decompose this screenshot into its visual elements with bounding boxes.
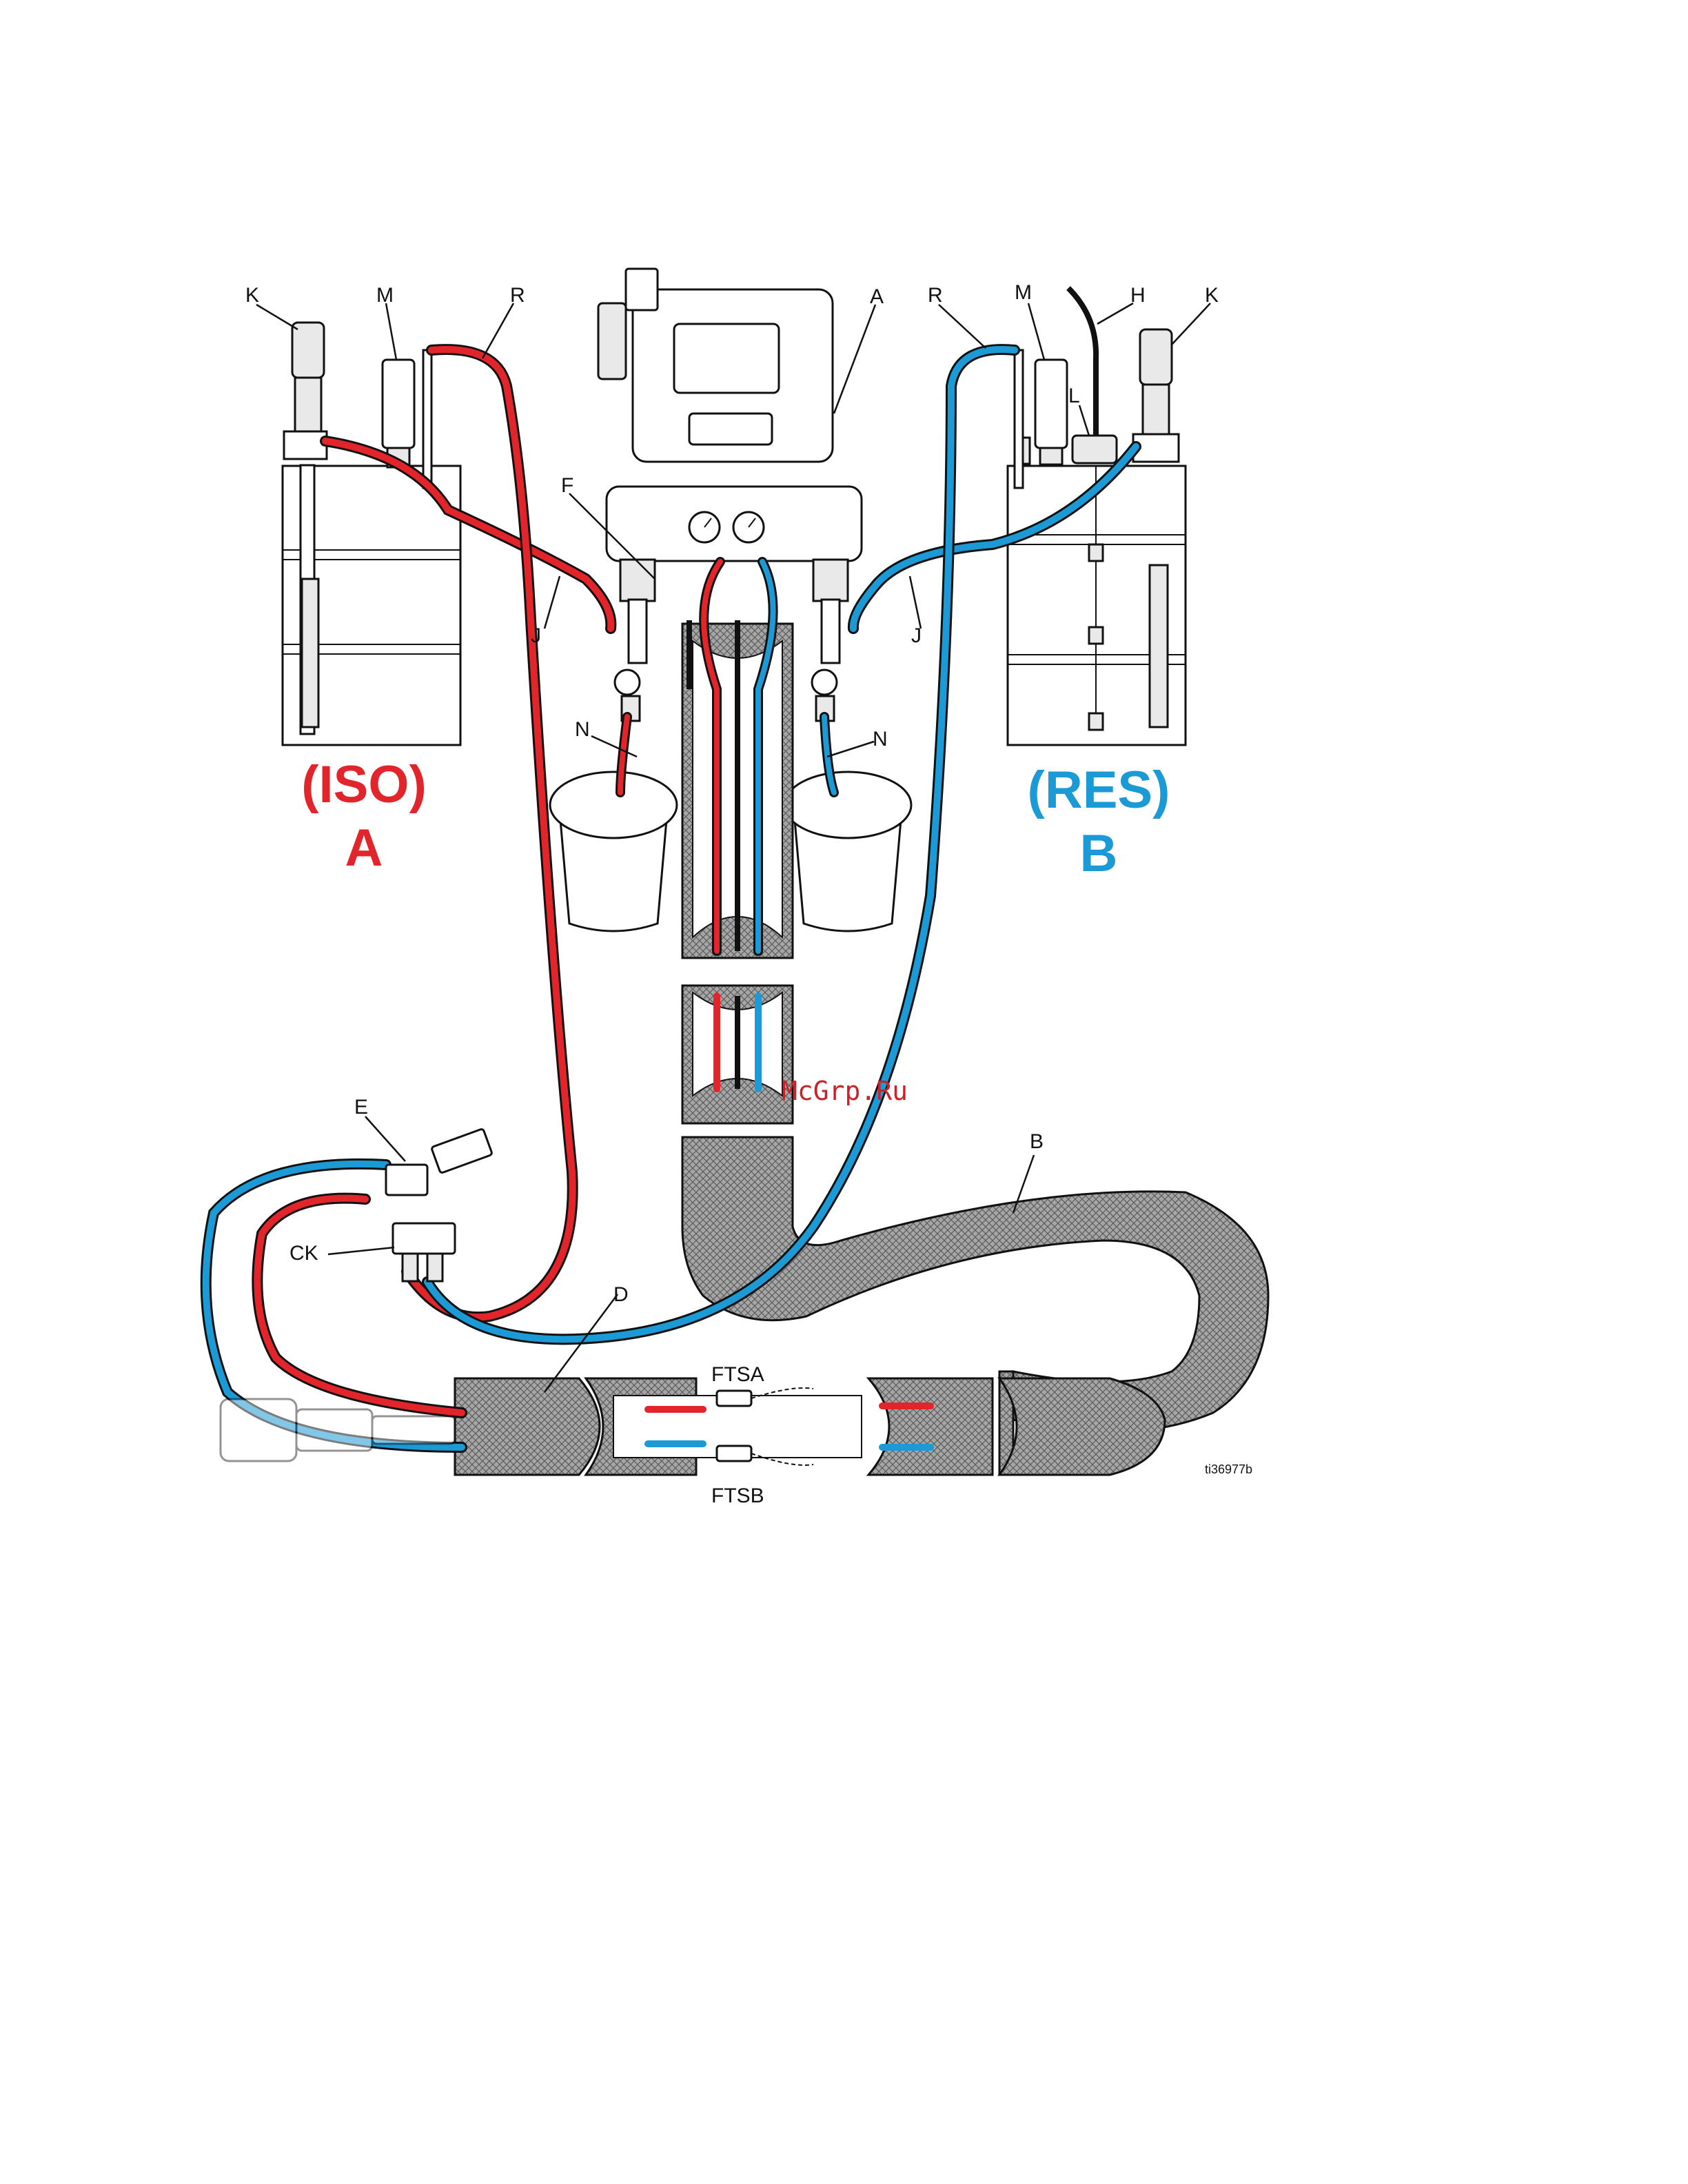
- callout-ftsa: FTSA: [711, 1363, 764, 1386]
- heated-hose-bundle: [682, 624, 1268, 1475]
- callout-ck: CK: [289, 1242, 318, 1265]
- iso-letter: A: [345, 819, 383, 877]
- recirc-tube-right: [1015, 350, 1023, 488]
- waste-container-left: [550, 772, 677, 931]
- whip-hose: [455, 1378, 862, 1475]
- waste-container-right: [784, 772, 911, 931]
- iso-label: (ISO): [301, 755, 427, 814]
- transfer-pump-right: [1133, 329, 1179, 462]
- callout-k-left: K: [245, 284, 259, 307]
- recirc-tube-left: [423, 350, 431, 488]
- res-letter: B: [1080, 824, 1118, 883]
- callout-d: D: [613, 1283, 629, 1306]
- callout-l: L: [1068, 385, 1080, 407]
- figure-id: ti36977b: [1205, 1462, 1252, 1476]
- callout-e: E: [354, 1096, 368, 1119]
- callout-k-right: K: [1205, 284, 1219, 307]
- callout-f: F: [561, 474, 573, 497]
- transfer-pump-left: [284, 323, 327, 459]
- callout-j-left: J: [531, 624, 541, 647]
- callout-ftsb: FTSB: [711, 1484, 764, 1507]
- callout-h: H: [1130, 284, 1146, 307]
- recirc-block-e: [386, 1129, 492, 1195]
- callout-a: A: [870, 285, 884, 308]
- callout-r-right: R: [928, 284, 943, 307]
- callout-n-right: N: [873, 728, 888, 751]
- res-label: (RES): [1028, 761, 1170, 819]
- watermark: McGrp.Ru: [782, 1076, 908, 1106]
- callout-b: B: [1030, 1130, 1044, 1153]
- res-drum: [1008, 466, 1186, 745]
- desiccant-dryer-left: [383, 360, 414, 467]
- callout-m-left: M: [376, 284, 394, 307]
- agitator: [1068, 288, 1117, 463]
- iso-drum: [283, 465, 460, 745]
- check-valve-ck: [393, 1223, 455, 1281]
- callout-n-left: N: [575, 718, 590, 741]
- callout-j-right: J: [911, 624, 922, 647]
- callout-m-right: M: [1015, 281, 1032, 304]
- callout-r-left: R: [510, 284, 525, 307]
